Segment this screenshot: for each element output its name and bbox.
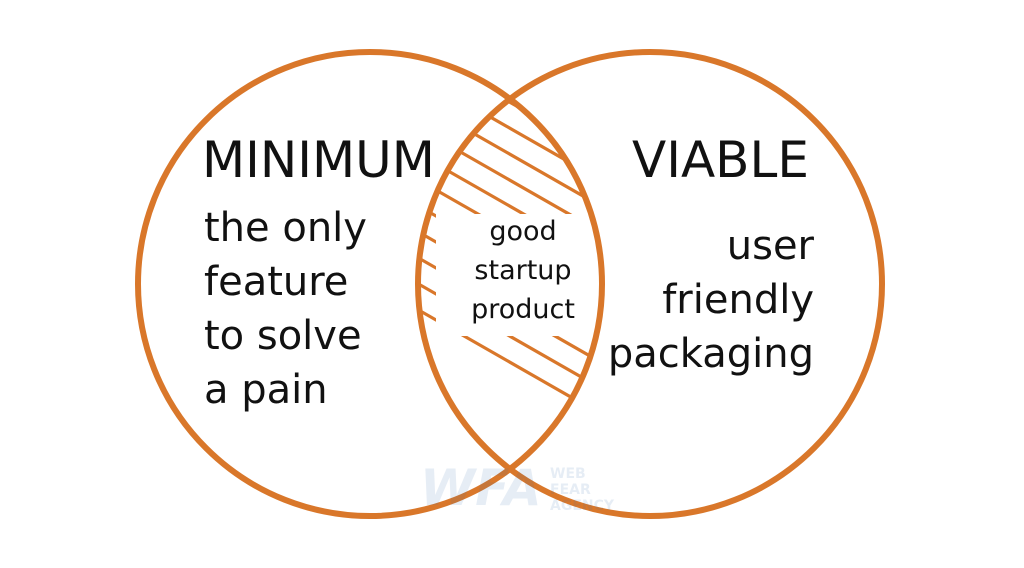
minimum-line: the only — [204, 205, 367, 251]
left-circle-minimum — [135, 49, 605, 519]
right-circle-viable — [415, 49, 885, 519]
viable-line: friendly — [662, 277, 814, 323]
minimum-description: the only feature to solve a pain — [204, 208, 367, 424]
watermark-text: AGENCY — [550, 498, 615, 514]
minimum-line: to solve — [204, 313, 362, 359]
intersection-line: startup — [474, 255, 572, 286]
hatch-line — [380, 0, 660, 6]
minimum-line: feature — [204, 259, 349, 305]
hatch-line — [380, 0, 660, 32]
hatch-line — [418, 260, 602, 424]
intersection-line: good — [489, 216, 557, 247]
viable-line: packaging — [607, 331, 814, 377]
intersection-label-background — [436, 214, 602, 336]
minimum-heading: MINIMUM — [202, 131, 435, 189]
watermark-logo: WFA WEB FEAR AGENCY — [420, 463, 620, 523]
watermark-text: FEAR — [550, 482, 591, 498]
hatch-line — [418, 286, 602, 450]
hatch-line — [418, 52, 602, 138]
hatch-line — [418, 52, 602, 60]
intersection-label: good startup product — [438, 218, 608, 335]
intersection-line: product — [471, 294, 575, 325]
viable-line: user — [726, 223, 814, 269]
hatch-line — [418, 52, 602, 86]
watermark-letters: WFA — [420, 459, 542, 517]
viable-description: user friendly packaging — [608, 226, 814, 388]
viable-heading: VIABLE — [632, 131, 809, 189]
watermark-text: WEB — [550, 466, 586, 482]
minimum-line: a pain — [204, 367, 328, 413]
